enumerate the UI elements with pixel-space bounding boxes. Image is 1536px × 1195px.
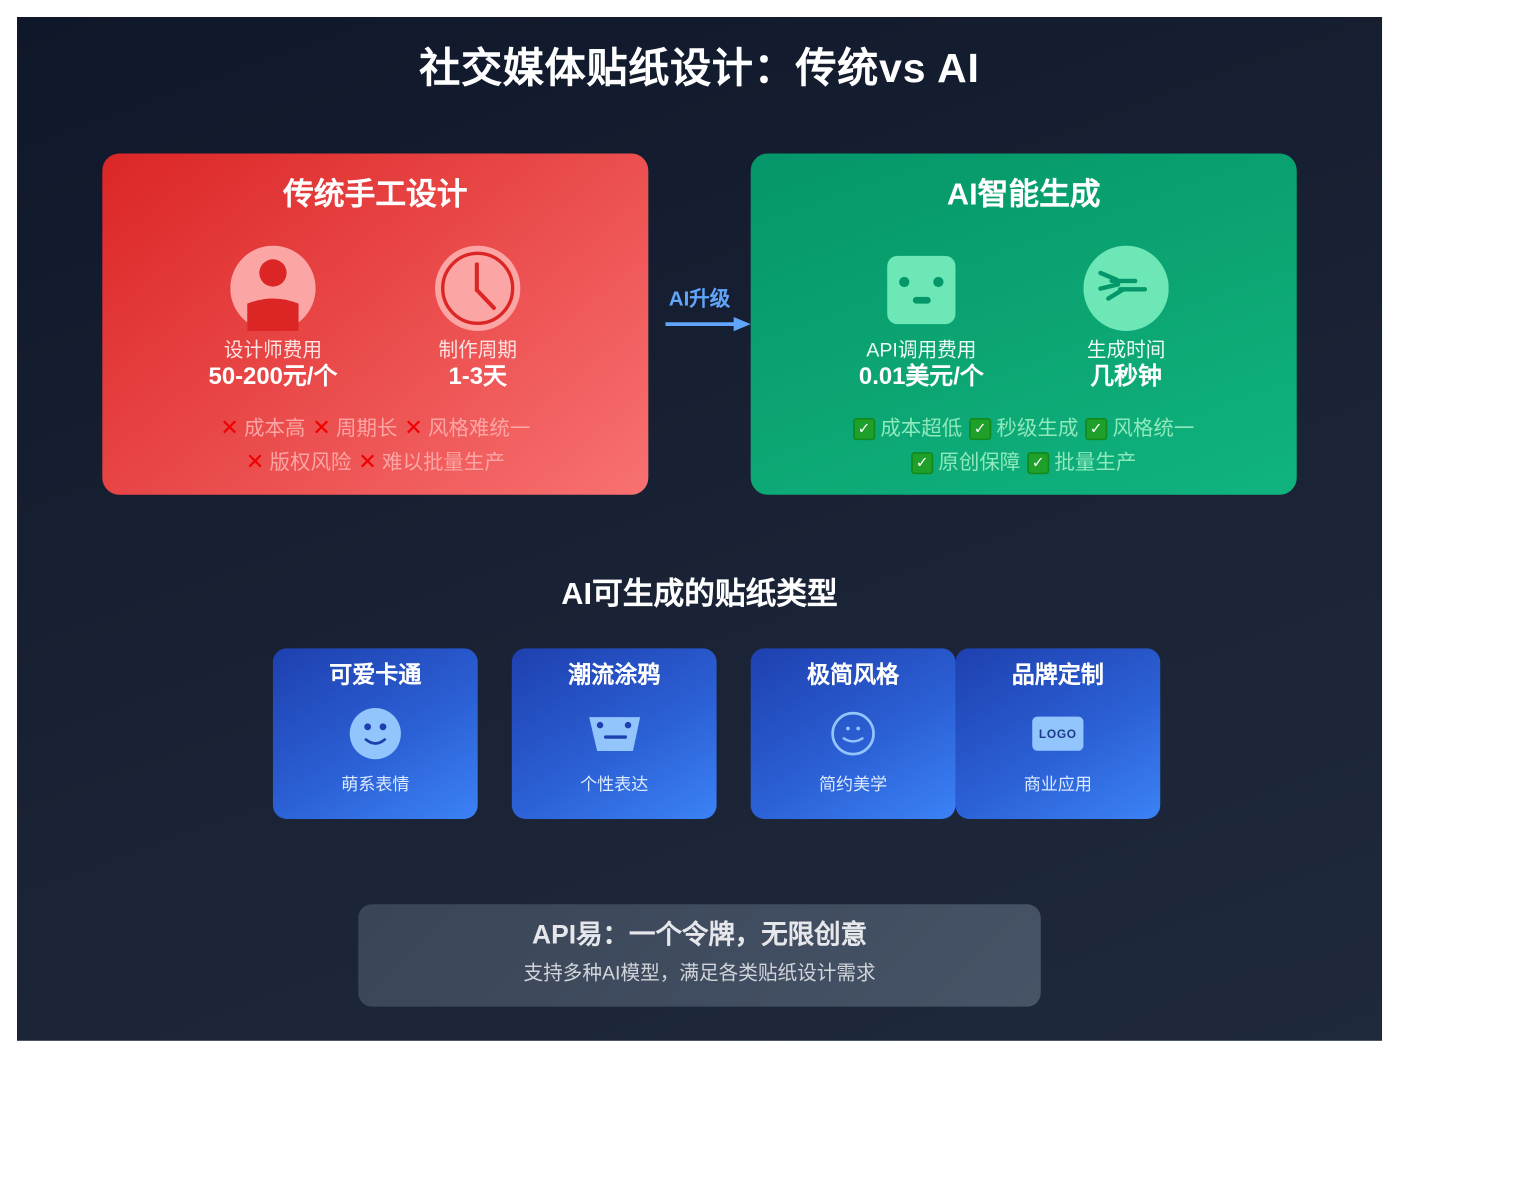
sticker-type-subtitle: 商业应用 <box>1023 776 1092 796</box>
cute-smiley-icon <box>349 708 401 760</box>
arrow-right-icon <box>665 316 751 332</box>
pros-text: 批量生产 <box>1054 450 1137 475</box>
api-cost-metric: API调用费用 0.01美元/个 <box>819 246 1024 393</box>
traditional-design-card: 传统手工设计 设计师费用 50-200元/个 制作周期 1-3天 <box>102 153 649 495</box>
cons-text: 版权风险 <box>269 450 352 475</box>
clock-icon <box>435 245 521 331</box>
ai-card-title: AI智能生成 <box>946 177 1101 212</box>
logo-text: LOGO <box>1039 727 1077 741</box>
check-mark-icon: ✓ <box>1027 451 1050 474</box>
page-title: 社交媒体贴纸设计：传统vs AI <box>419 46 980 93</box>
metric-label: 设计师费用 <box>223 341 323 362</box>
banner-subtitle: 支持多种AI模型，满足各类贴纸设计需求 <box>523 963 876 985</box>
cons-list-row: ✕ 版权风险 ✕ 难以批量生产 <box>102 449 648 476</box>
sticker-type-title: 极简风格 <box>807 661 900 688</box>
pros-item: ✓ 秒级生成 <box>969 415 1078 442</box>
cons-text: 风格难统一 <box>427 416 531 441</box>
sticker-type-title: 品牌定制 <box>1011 661 1104 688</box>
banner-title: API易：一个令牌，无限创意 <box>532 921 868 951</box>
check-mark-icon: ✓ <box>853 417 876 440</box>
cons-item: ✕ 成本高 <box>220 415 305 442</box>
pros-text: 风格统一 <box>1112 416 1195 441</box>
pros-text: 原创保障 <box>938 450 1021 475</box>
pros-item: ✓ 批量生产 <box>1027 449 1136 476</box>
ai-generation-card: AI智能生成 API调用费用 0.01美元/个 <box>750 153 1297 495</box>
generation-time-metric: 生成时间 几秒钟 <box>1024 245 1229 393</box>
sticker-type-card-brand: 品牌定制 LOGO 商业应用 <box>955 648 1161 819</box>
sticker-type-subtitle: 萌系表情 <box>341 776 410 796</box>
pros-item: ✓ 成本超低 <box>853 415 962 442</box>
sticker-type-card-cute: 可爱卡通 萌系表情 <box>272 648 478 819</box>
cross-mark-icon: ✕ <box>220 414 239 441</box>
production-cycle-metric: 制作周期 1-3天 <box>375 245 580 393</box>
cons-text: 难以批量生产 <box>381 450 505 475</box>
metric-value: 几秒钟 <box>1090 361 1162 389</box>
check-mark-icon: ✓ <box>969 417 992 440</box>
cross-mark-icon: ✕ <box>404 414 423 441</box>
cons-item: ✕ 难以批量生产 <box>358 449 505 476</box>
metric-label: API调用费用 <box>866 341 977 362</box>
pros-item: ✓ 风格统一 <box>1085 415 1194 442</box>
fast-forward-icon <box>1083 245 1169 331</box>
pros-list-row: ✓ 原创保障 ✓ 批量生产 <box>751 449 1297 476</box>
metric-value: 1-3天 <box>448 361 507 389</box>
metric-label: 生成时间 <box>1086 341 1166 362</box>
metric-label: 制作周期 <box>438 341 517 362</box>
pros-text: 成本超低 <box>880 416 963 441</box>
sticker-type-card-graffiti: 潮流涂鸦 个性表达 <box>511 648 717 819</box>
sticker-type-title: 可爱卡通 <box>329 661 422 688</box>
pros-text: 秒级生成 <box>996 416 1079 441</box>
cons-list-row: ✕ 成本高 ✕ 周期长 ✕ 风格难统一 <box>102 415 648 442</box>
metric-value: 0.01美元/个 <box>858 361 984 389</box>
traditional-card-title: 传统手工设计 <box>283 177 468 212</box>
metric-value: 50-200元/个 <box>208 361 338 389</box>
sticker-type-card-minimal: 极简风格 简约美学 <box>750 648 956 819</box>
cross-mark-icon: ✕ <box>358 448 377 475</box>
graffiti-face-icon <box>589 717 641 752</box>
check-mark-icon: ✓ <box>1085 417 1108 440</box>
cons-item: ✕ 风格难统一 <box>404 415 530 442</box>
check-mark-icon: ✓ <box>911 451 934 474</box>
pros-item: ✓ 原创保障 <box>911 449 1020 476</box>
cross-mark-icon: ✕ <box>245 448 265 475</box>
cons-item: ✕ 周期长 <box>312 415 397 442</box>
designer-cost-metric: 设计师费用 50-200元/个 <box>171 245 376 393</box>
person-icon <box>230 245 316 331</box>
minimal-smiley-icon <box>831 711 875 756</box>
infographic-canvas: 社交媒体贴纸设计：传统vs AI 传统手工设计 设计师费用 50-200元/个 … <box>17 17 1383 1041</box>
sticker-type-title: 潮流涂鸦 <box>568 661 661 688</box>
sticker-type-subtitle: 简约美学 <box>818 776 888 796</box>
cons-item: ✕ 版权风险 <box>246 449 352 476</box>
cross-mark-icon: ✕ <box>312 414 331 441</box>
logo-badge-icon: LOGO <box>1032 716 1084 751</box>
sticker-types-title: AI可生成的贴纸类型 <box>561 576 838 611</box>
pros-list-row: ✓ 成本超低 ✓ 秒级生成 ✓ 风格统一 <box>751 415 1297 442</box>
cons-text: 成本高 <box>243 416 306 441</box>
cons-text: 周期长 <box>335 416 398 441</box>
ai-upgrade-label: AI升级 <box>668 286 731 311</box>
sticker-type-subtitle: 个性表达 <box>580 776 649 796</box>
robot-icon <box>887 255 956 325</box>
api-promo-banner: API易：一个令牌，无限创意 支持多种AI模型，满足各类贴纸设计需求 <box>358 904 1041 1007</box>
